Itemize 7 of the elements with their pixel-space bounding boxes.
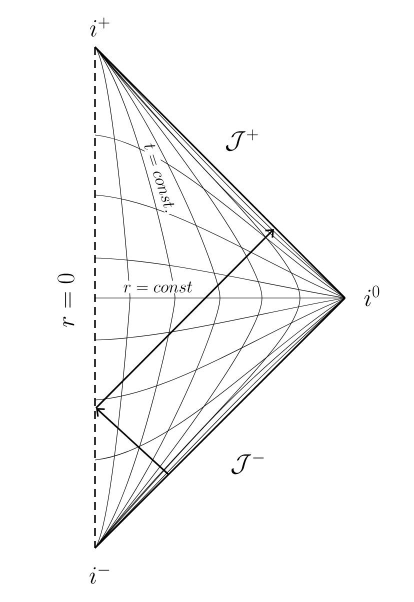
point-label: $i^0$: [364, 286, 380, 306]
point-label: $i^-$: [90, 567, 110, 584]
axis-label: $r = 0$: [58, 274, 74, 327]
curve-label: $r = const$: [122, 280, 194, 294]
boundary-label: $\mathcal{J}^+$: [224, 128, 260, 152]
point-label: $i^+$: [90, 18, 110, 37]
boundary-label: $\mathcal{J}^-$: [229, 451, 267, 475]
